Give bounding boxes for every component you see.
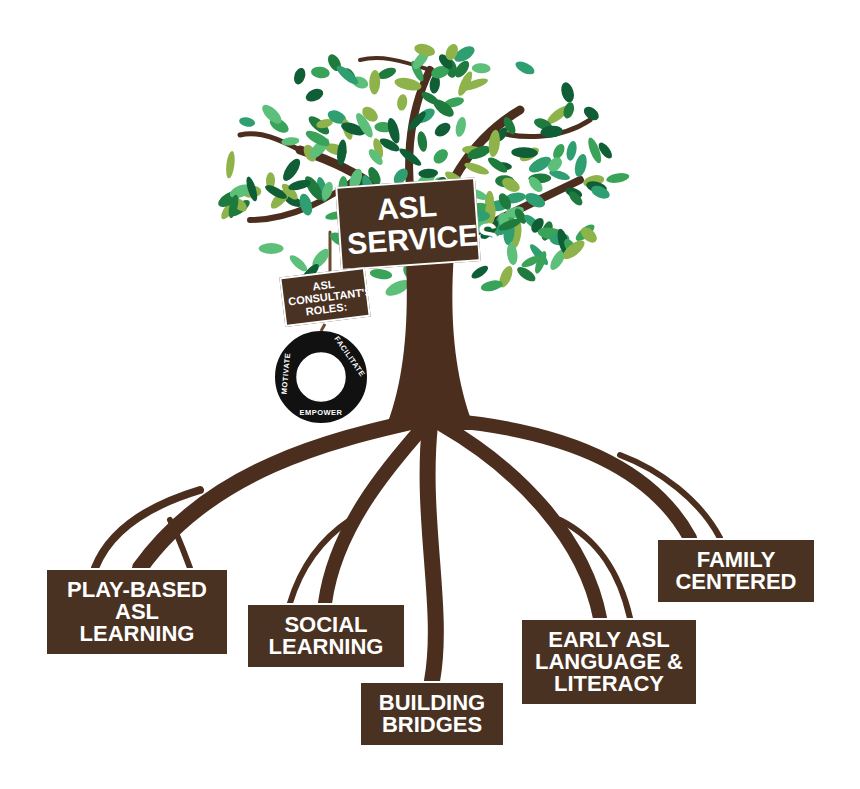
leaf [418, 168, 438, 178]
leaf [281, 136, 300, 146]
leaf [244, 175, 259, 202]
leaf [463, 160, 490, 177]
leaf [506, 242, 519, 265]
root-box: FAMILY CENTERED [656, 538, 816, 604]
leaf [225, 150, 236, 178]
leaf [496, 191, 513, 211]
leaf [369, 70, 381, 95]
tree-branches [240, 58, 590, 272]
leaf [238, 116, 256, 128]
leaf [287, 178, 311, 192]
leaf [565, 140, 578, 162]
leaf [523, 190, 548, 210]
trunk [385, 240, 475, 430]
leaf [472, 63, 491, 74]
leaf [320, 180, 335, 201]
sign-text: ASL SERVICES [344, 188, 472, 260]
leaves [216, 42, 630, 299]
leaf [596, 140, 614, 160]
leaf [297, 192, 314, 217]
leaf [500, 175, 523, 195]
leaf [263, 183, 288, 202]
leaf [487, 129, 501, 157]
leaf [304, 86, 325, 104]
leaf [486, 155, 510, 176]
leaf [369, 268, 393, 281]
leaf [259, 243, 284, 254]
leaf [259, 102, 284, 127]
leaf [497, 216, 523, 233]
leaf [581, 104, 601, 123]
tire-rim [297, 353, 345, 401]
leaf [385, 117, 401, 145]
leaf [560, 237, 588, 262]
root-label: FAMILY CENTERED [668, 549, 804, 593]
root-label: PLAY-BASED ASL LEARNING [57, 579, 217, 645]
leaf [413, 42, 437, 59]
leaf [336, 139, 348, 166]
leaf [431, 146, 451, 166]
leaf [396, 94, 408, 112]
leaf [227, 194, 240, 219]
leaf [513, 59, 536, 77]
leaf [304, 128, 332, 149]
leaf [589, 183, 612, 201]
leaf [292, 66, 307, 85]
leaf [456, 70, 475, 98]
leaf [416, 131, 428, 153]
leaf [540, 125, 564, 139]
services-sign: ASL SERVICES [335, 177, 481, 271]
leaf [420, 90, 441, 108]
role-word: EMPOWER [299, 408, 342, 417]
leaf [520, 254, 542, 270]
root-label: EARLY ASL LANGUAGE & LITERACY [532, 629, 686, 695]
leaf [605, 172, 630, 185]
leaf [562, 101, 576, 120]
leaf [559, 81, 576, 104]
leaf [393, 76, 422, 93]
leaf [397, 146, 423, 169]
leaf [353, 111, 376, 140]
leaf [469, 263, 490, 281]
rope [321, 324, 325, 331]
leaf [406, 109, 428, 133]
leaf [280, 156, 303, 183]
leaf [287, 253, 309, 274]
leaf [334, 63, 361, 88]
leaf [454, 116, 468, 138]
root-label: BUILDING BRIDGES [371, 692, 493, 736]
root-box: SOCIAL LEARNING [246, 603, 406, 669]
leaf [567, 189, 585, 208]
leaf [511, 147, 538, 159]
leaf [573, 153, 589, 178]
leaf [432, 120, 453, 139]
roles-sign: ASL CONSULTANT'S ROLES: [279, 267, 370, 327]
root-box: PLAY-BASED ASL LEARNING [45, 568, 229, 656]
root-box: BUILDING BRIDGES [359, 681, 505, 747]
tire-swing: MOTIVATEFACILITATEEMPOWER [274, 330, 368, 424]
leaf [302, 174, 326, 203]
leaf [501, 115, 518, 136]
leaf [310, 66, 330, 79]
leaf [443, 42, 460, 62]
leaf [366, 147, 385, 167]
leaf [545, 155, 565, 175]
leaf [526, 174, 545, 194]
leaf [480, 279, 504, 293]
root-box: EARLY ASL LANGUAGE & LITERACY [520, 618, 698, 706]
sign-text: ASL CONSULTANT'S ROLES: [286, 275, 364, 320]
leaf [515, 264, 538, 284]
root-label: SOCIAL LEARNING [258, 614, 394, 658]
